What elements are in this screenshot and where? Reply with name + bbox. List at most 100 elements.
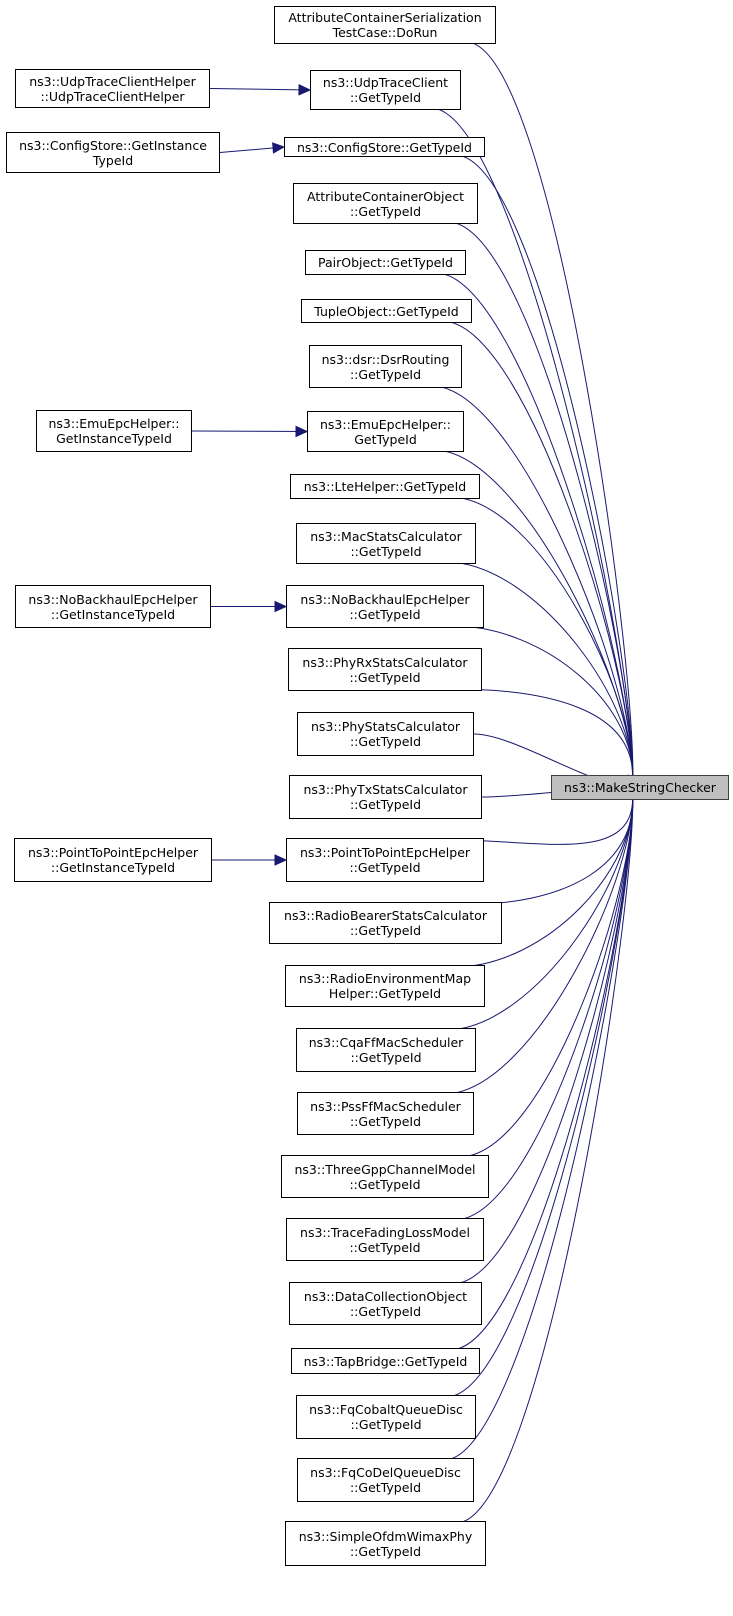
caller-node-ns3-fqcobaltqueuedisc-gettypeid-line-1: ns3::FqCobaltQueueDisc: [309, 1402, 463, 1417]
caller-node-ns3-fqcodelqueuedisc-gettypeid[interactable]: ns3::FqCoDelQueueDisc::GetTypeId: [297, 1458, 474, 1502]
edge-ns3-fqcodelqueuedisc-gettypeid-to-root: [443, 786, 634, 1461]
caller-node-ns3-threegppchannelmodel-gettypeid-line-2: ::GetTypeId: [349, 1176, 421, 1192]
caller-node-ns3-tracefadinglossmodel-gettypeid[interactable]: ns3::TraceFadingLossModel::GetTypeId: [286, 1218, 484, 1261]
edge-ns3-cqaffmacscheduler-gettypeid-to-root: [445, 786, 634, 1031]
caller-node-ns3-phytxstatscalculator-gettypeid[interactable]: ns3::PhyTxStatsCalculator::GetTypeId: [289, 775, 482, 819]
caller-node-ns3-configstore-gettypeid[interactable]: ns3::ConfigStore::GetTypeId: [284, 137, 485, 157]
second-level-node-ns3-pointtopointepchelper-getinstancetypeid[interactable]: ns3::PointToPointEpcHelper::GetInstanceT…: [14, 838, 212, 882]
second-level-node-ns3-pointtopointepchelper-getinstancetypeid-line-2: ::GetInstanceTypeId: [50, 860, 176, 875]
caller-node-ns3-dsr-dsrrouting-gettypeid-line-1: ns3::dsr::DsrRouting: [321, 351, 450, 367]
caller-node-ns3-phystatscalculator-gettypeid[interactable]: ns3::PhyStatsCalculator::GetTypeId: [297, 712, 474, 756]
caller-node-ns3-pointtopointepchelper-gettypeid[interactable]: ns3::PointToPointEpcHelper::GetTypeId: [286, 838, 484, 882]
caller-node-ns3-pointtopointepchelper-gettypeid-line-1: ns3::PointToPointEpcHelper: [299, 845, 471, 860]
caller-node-ns3-phytxstatscalculator-gettypeid-line-2: ::GetTypeId: [349, 797, 422, 812]
edge-ns3-nobackhaulepchelper-gettypeid-to-root: [453, 625, 634, 788]
caller-node-ns3-fqcobaltqueuedisc-gettypeid-line-2: ::GetTypeId: [350, 1417, 422, 1432]
caller-node-ns3-tapbridge-gettypeid-line-1: ns3::TapBridge::GetTypeId: [303, 1353, 468, 1369]
second-level-node-ns3-emuepchelper-getinstancetypeid-line-1: ns3::EmuEpcHelper::: [48, 416, 180, 431]
caller-node-ns3-dsr-dsrrouting-gettypeid[interactable]: ns3::dsr::DsrRouting::GetTypeId: [309, 345, 462, 388]
caller-node-ns3-radiobearerstatscalculator-gettypeid-line-2: ::GetTypeId: [349, 923, 422, 938]
caller-node-ns3-tapbridge-gettypeid[interactable]: ns3::TapBridge::GetTypeId: [291, 1348, 480, 1374]
second-level-node-ns3-nobackhaulepchelper-getinstancetypeid[interactable]: ns3::NoBackhaulEpcHelper::GetInstanceTyp…: [15, 585, 211, 628]
caller-node-ns3-pssffmacscheduler-gettypeid[interactable]: ns3::PssFfMacScheduler::GetTypeId: [297, 1092, 474, 1135]
caller-node-ns3-radioenvironmentmap-helper-gettypeid-line-2: Helper::GetTypeId: [328, 986, 442, 1001]
caller-node-ns3-datacollectionobject-gettypeid-line-1: ns3::DataCollectionObject: [303, 1288, 468, 1304]
caller-node-ns3-emuepchelper-gettypeid-line-1: ns3::EmuEpcHelper::: [319, 416, 452, 432]
caller-node-ns3-fqcodelqueuedisc-gettypeid-line-1: ns3::FqCoDelQueueDisc: [310, 1465, 461, 1480]
caller-node-ns3-tracefadinglossmodel-gettypeid-line-1: ns3::TraceFadingLossModel: [300, 1224, 470, 1240]
edge-attributecontainerobject-gettypeid-to-root: [447, 221, 634, 788]
caller-node-ns3-pssffmacscheduler-gettypeid-line-1: ns3::PssFfMacScheduler: [310, 1098, 461, 1114]
caller-node-ns3-macstatscalculator-gettypeid-line-1: ns3::MacStatsCalculator: [310, 528, 462, 544]
second-level-node-ns3-emuepchelper-getinstancetypeid-line-2: GetInstanceTypeId: [56, 431, 172, 446]
caller-node-ns3-cqaffmacscheduler-gettypeid-line-2: ::GetTypeId: [350, 1050, 422, 1065]
second-level-node-ns3-configstore-getinstance-typeid-line-1: ns3::ConfigStore::GetInstance: [19, 137, 207, 153]
caller-node-ns3-datacollectionobject-gettypeid[interactable]: ns3::DataCollectionObject::GetTypeId: [289, 1282, 482, 1325]
caller-node-ns3-phytxstatscalculator-gettypeid-line-1: ns3::PhyTxStatsCalculator: [303, 782, 468, 797]
second-level-node-ns3-nobackhaulepchelper-getinstancetypeid-line-1: ns3::NoBackhaulEpcHelper: [28, 591, 198, 607]
second-level-node-ns3-udptraceclienthelper-udptraceclienthelper[interactable]: ns3::UdpTraceClientHelper::UdpTraceClien…: [15, 69, 210, 108]
caller-node-ns3-dsr-dsrrouting-gettypeid-line-2: ::GetTypeId: [349, 366, 422, 382]
caller-node-ns3-threegppchannelmodel-gettypeid-line-1: ns3::ThreeGppChannelModel: [294, 1161, 476, 1177]
caller-node-ns3-udptraceclient-gettypeid-line-1: ns3::UdpTraceClient: [322, 75, 449, 90]
caller-node-ns3-radioenvironmentmap-helper-gettypeid-line-1: ns3::RadioEnvironmentMap: [298, 971, 472, 986]
edge-ns3-emuepchelper-getinstancetypeid: [191, 430, 308, 432]
caller-node-ns3-emuepchelper-gettypeid[interactable]: ns3::EmuEpcHelper::GetTypeId: [307, 411, 464, 452]
caller-node-attributecontainerobject-gettypeid-line-2: ::GetTypeId: [349, 203, 422, 219]
arrowhead-ns3-pointtopointepchelper-getinstancetypeid: [274, 854, 288, 866]
caller-node-attributecontainerserialization-testcase-dorun-line-1: AttributeContainerSerialization: [288, 10, 482, 25]
edge-tupleobject-gettypeid-to-root: [441, 320, 634, 788]
caller-node-ns3-macstatscalculator-gettypeid[interactable]: ns3::MacStatsCalculator::GetTypeId: [296, 523, 476, 564]
caller-node-ns3-tracefadinglossmodel-gettypeid-line-2: ::GetTypeId: [349, 1239, 421, 1255]
caller-node-attributecontainerobject-gettypeid[interactable]: AttributeContainerObject::GetTypeId: [293, 183, 478, 224]
edge-ns3-phyrxstatscalculator-gettypeid-to-root: [451, 688, 634, 788]
caller-node-ns3-nobackhaulepchelper-gettypeid-line-2: ::GetTypeId: [349, 606, 421, 622]
caller-node-ns3-cqaffmacscheduler-gettypeid[interactable]: ns3::CqaFfMacScheduler::GetTypeId: [296, 1028, 476, 1072]
edge-ns3-pssffmacscheduler-gettypeid-to-root: [443, 786, 634, 1095]
second-level-node-ns3-pointtopointepchelper-getinstancetypeid-line-1: ns3::PointToPointEpcHelper: [27, 845, 199, 860]
caller-node-ns3-radiobearerstatscalculator-gettypeid-line-1: ns3::RadioBearerStatsCalculator: [284, 908, 487, 923]
caller-node-ns3-phystatscalculator-gettypeid-line-2: ::GetTypeId: [349, 734, 422, 749]
caller-node-ns3-udptraceclient-gettypeid-line-2: ::GetTypeId: [349, 90, 422, 105]
caller-node-ns3-phyrxstatscalculator-gettypeid-line-2: ::GetTypeId: [349, 669, 421, 685]
second-level-node-ns3-nobackhaulepchelper-getinstancetypeid-line-2: ::GetInstanceTypeId: [50, 606, 176, 622]
second-level-node-ns3-emuepchelper-getinstancetypeid[interactable]: ns3::EmuEpcHelper::GetInstanceTypeId: [36, 410, 192, 452]
caller-node-attributecontainerobject-gettypeid-line-1: AttributeContainerObject: [307, 188, 464, 204]
edge-attributecontainerserialization-testcase-dorun-to-root: [465, 41, 634, 788]
caller-node-ns3-radiobearerstatscalculator-gettypeid[interactable]: ns3::RadioBearerStatsCalculator::GetType…: [269, 902, 502, 944]
caller-node-ns3-phyrxstatscalculator-gettypeid[interactable]: ns3::PhyRxStatsCalculator::GetTypeId: [288, 648, 482, 691]
caller-node-tupleobject-gettypeid-line-1: TupleObject::GetTypeId: [314, 303, 459, 319]
edge-ns3-configstore-gettypeid-to-root: [454, 154, 634, 788]
caller-node-ns3-fqcodelqueuedisc-gettypeid-line-2: ::GetTypeId: [349, 1480, 422, 1495]
arrowhead-ns3-udptraceclienthelper-udptraceclienthelper: [298, 84, 312, 96]
caller-node-ns3-ltehelper-gettypeid[interactable]: ns3::LteHelper::GetTypeId: [290, 474, 480, 499]
caller-node-attributecontainerserialization-testcase-dorun-line-2: TestCase::DoRun: [332, 25, 438, 40]
caller-node-ns3-simpleofdmwimaxphy-gettypeid-line-1: ns3::SimpleOfdmWimaxPhy: [298, 1528, 473, 1544]
caller-node-ns3-udptraceclient-gettypeid[interactable]: ns3::UdpTraceClient::GetTypeId: [310, 70, 461, 110]
caller-node-ns3-emuepchelper-gettypeid-line-2: GetTypeId: [354, 431, 417, 447]
caller-node-ns3-phyrxstatscalculator-gettypeid-line-1: ns3::PhyRxStatsCalculator: [302, 654, 468, 670]
caller-node-ns3-nobackhaulepchelper-gettypeid-line-1: ns3::NoBackhaulEpcHelper: [300, 591, 470, 607]
caller-node-ns3-macstatscalculator-gettypeid-line-2: ::GetTypeId: [350, 543, 422, 559]
root-node-make-string-checker[interactable]: ns3::MakeStringChecker: [551, 775, 729, 800]
caller-node-ns3-nobackhaulepchelper-gettypeid[interactable]: ns3::NoBackhaulEpcHelper::GetTypeId: [286, 585, 484, 628]
caller-node-ns3-simpleofdmwimaxphy-gettypeid[interactable]: ns3::SimpleOfdmWimaxPhy::GetTypeId: [285, 1521, 486, 1566]
caller-node-ns3-fqcobaltqueuedisc-gettypeid[interactable]: ns3::FqCobaltQueueDisc::GetTypeId: [296, 1395, 476, 1439]
caller-node-ns3-threegppchannelmodel-gettypeid[interactable]: ns3::ThreeGppChannelModel::GetTypeId: [281, 1155, 489, 1198]
second-level-node-ns3-configstore-getinstance-typeid-line-2: TypeId: [92, 152, 134, 168]
caller-node-ns3-pssffmacscheduler-gettypeid-line-2: ::GetTypeId: [349, 1113, 422, 1129]
arrowhead-ns3-nobackhaulepchelper-getinstancetypeid: [274, 600, 288, 613]
caller-node-ns3-cqaffmacscheduler-gettypeid-line-1: ns3::CqaFfMacScheduler: [308, 1035, 464, 1050]
root-node-line-1: ns3::MakeStringChecker: [564, 780, 716, 795]
edge-ns3-udptraceclienthelper-udptraceclienthelper: [209, 88, 311, 91]
caller-node-ns3-pointtopointepchelper-gettypeid-line-2: ::GetTypeId: [349, 860, 421, 875]
caller-node-pairobject-gettypeid[interactable]: PairObject::GetTypeId: [305, 250, 466, 275]
caller-node-tupleobject-gettypeid[interactable]: TupleObject::GetTypeId: [301, 299, 472, 323]
arrowhead-ns3-configstore-getinstance-typeid: [272, 142, 286, 154]
second-level-node-ns3-udptraceclienthelper-udptraceclienthelper-line-2: ::UdpTraceClientHelper: [40, 88, 185, 104]
caller-node-ns3-datacollectionobject-gettypeid-line-2: ::GetTypeId: [349, 1303, 422, 1319]
